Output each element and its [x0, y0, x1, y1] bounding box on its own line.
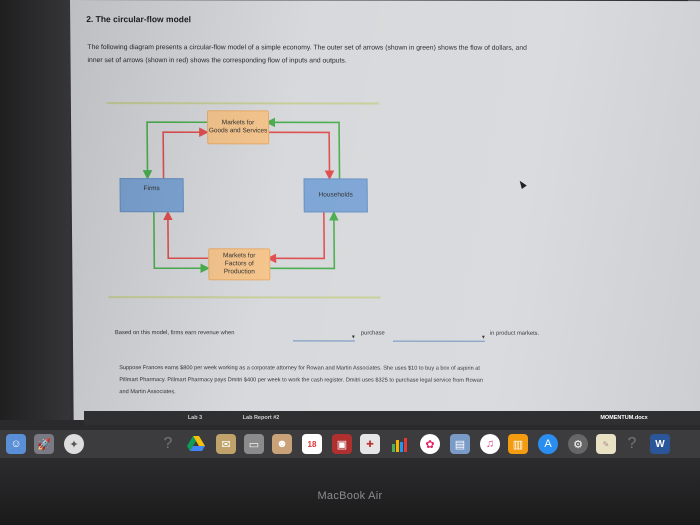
red-arrow-top-left	[162, 127, 209, 181]
safari-icon[interactable]: ✦	[64, 434, 84, 454]
red-arrow-top-right	[267, 131, 335, 181]
green-arrow-bottom-left	[153, 210, 210, 274]
ibooks-icon[interactable]: ▥	[508, 434, 528, 454]
delivery-icon[interactable]: ✉	[216, 434, 236, 454]
scenario-line-2: Pillmart Pharmacy. Pillmart Pharmacy pay…	[119, 377, 483, 384]
dropdown-caret-icon: ▾	[351, 334, 355, 341]
notes-icon[interactable]: ✎	[596, 434, 616, 454]
tab-lab-3[interactable]: Lab 3	[187, 415, 203, 421]
tab-momentum-docx[interactable]: MOMENTUM.docx	[600, 415, 648, 421]
laptop-screen: 2. The circular-flow model The following…	[0, 0, 700, 458]
help-icon-2[interactable]: ?	[627, 435, 637, 452]
revenue-question: Based on this model, firms earn revenue …	[115, 330, 675, 342]
red-arrow-bottom-left	[163, 210, 209, 260]
laptop-brand-label: MacBook Air	[317, 490, 383, 502]
households-box: Households	[303, 178, 368, 213]
launchpad-icon[interactable]: 🚀	[34, 434, 54, 454]
intro-line-2: inner set of arrows (shown in red) shows…	[87, 57, 347, 65]
scenario-line-1: Suppose Frances earns $800 per week work…	[119, 365, 480, 372]
scenario-line-3: and Martin Associates.	[119, 389, 176, 396]
green-arrow-top-left	[142, 121, 208, 180]
dock: ☺ 🚀 ✦ ? ✉ ▭ ☻ 18 ▣ ✚ ✿ ▤ ♫ ▥ A ⚙ ✎ ? W	[0, 430, 700, 458]
green-arrow-top-right	[265, 117, 341, 181]
itunes-icon[interactable]: ♫	[480, 434, 500, 454]
question-intro: The following diagram presents a circula…	[87, 41, 700, 68]
green-arrow-bottom-right	[268, 210, 339, 270]
goods-market-label-1: Markets for	[221, 119, 255, 127]
factor-market-label-1: Markets for	[222, 252, 256, 260]
google-drive-icon[interactable]	[186, 434, 206, 454]
revenue-prefix: Based on this model, firms earn revenue …	[114, 330, 235, 337]
app-store-icon[interactable]: A	[538, 434, 558, 454]
dropdown-caret-icon: ▾	[481, 334, 485, 341]
contacts-icon[interactable]: ☻	[272, 434, 292, 454]
revenue-middle: purchase	[360, 330, 385, 337]
photo-booth-icon[interactable]: ▣	[332, 434, 352, 454]
laptop-bezel	[0, 458, 700, 525]
firms-box: Firms	[119, 178, 184, 213]
households-label: Households	[318, 191, 353, 199]
finder-icon[interactable]: ☺	[6, 434, 26, 454]
firms-label: Firms	[143, 185, 160, 193]
goods-market-label-2: Goods and Services	[208, 127, 268, 135]
help-icon[interactable]: ?	[163, 435, 173, 452]
goods-services-market-box: Markets for Goods and Services	[206, 110, 270, 145]
revenue-suffix: in product markets.	[489, 330, 540, 337]
word-icon[interactable]: W	[650, 434, 670, 454]
red-arrow-bottom-right	[266, 212, 326, 264]
question-title: 2. The circular-flow model	[86, 14, 192, 25]
scenario-paragraph: Suppose Frances earns $800 per week work…	[119, 362, 664, 399]
gamepad-icon[interactable]: ✚	[360, 434, 380, 454]
factor-market-label-2: Factors of Production	[223, 260, 255, 276]
factors-production-market-box: Markets for Factors of Production	[208, 248, 271, 281]
preview-icon[interactable]: ▤	[450, 434, 470, 454]
circular-flow-diagram: Markets for Goods and Services Firms Hou…	[106, 92, 381, 302]
flow-arrows	[142, 117, 341, 274]
question-page: 2. The circular-flow model The following…	[70, 0, 700, 422]
system-preferences-icon[interactable]: ⚙	[568, 434, 588, 454]
document-tab-bar: Lab 3 Lab Report #2 MOMENTUM.docx	[84, 411, 700, 425]
tab-lab-report-2[interactable]: Lab Report #2	[242, 415, 280, 421]
numbers-icon[interactable]	[390, 434, 410, 454]
calendar-icon[interactable]: 18	[302, 434, 322, 454]
intro-line-1: The following diagram presents a circula…	[87, 44, 527, 52]
revenue-dropdown-1[interactable]: ▾	[292, 334, 355, 342]
photos-icon[interactable]: ✿	[420, 434, 440, 454]
unknown-icon[interactable]: ▭	[244, 434, 264, 454]
revenue-dropdown-2[interactable]: ▾	[392, 334, 485, 342]
